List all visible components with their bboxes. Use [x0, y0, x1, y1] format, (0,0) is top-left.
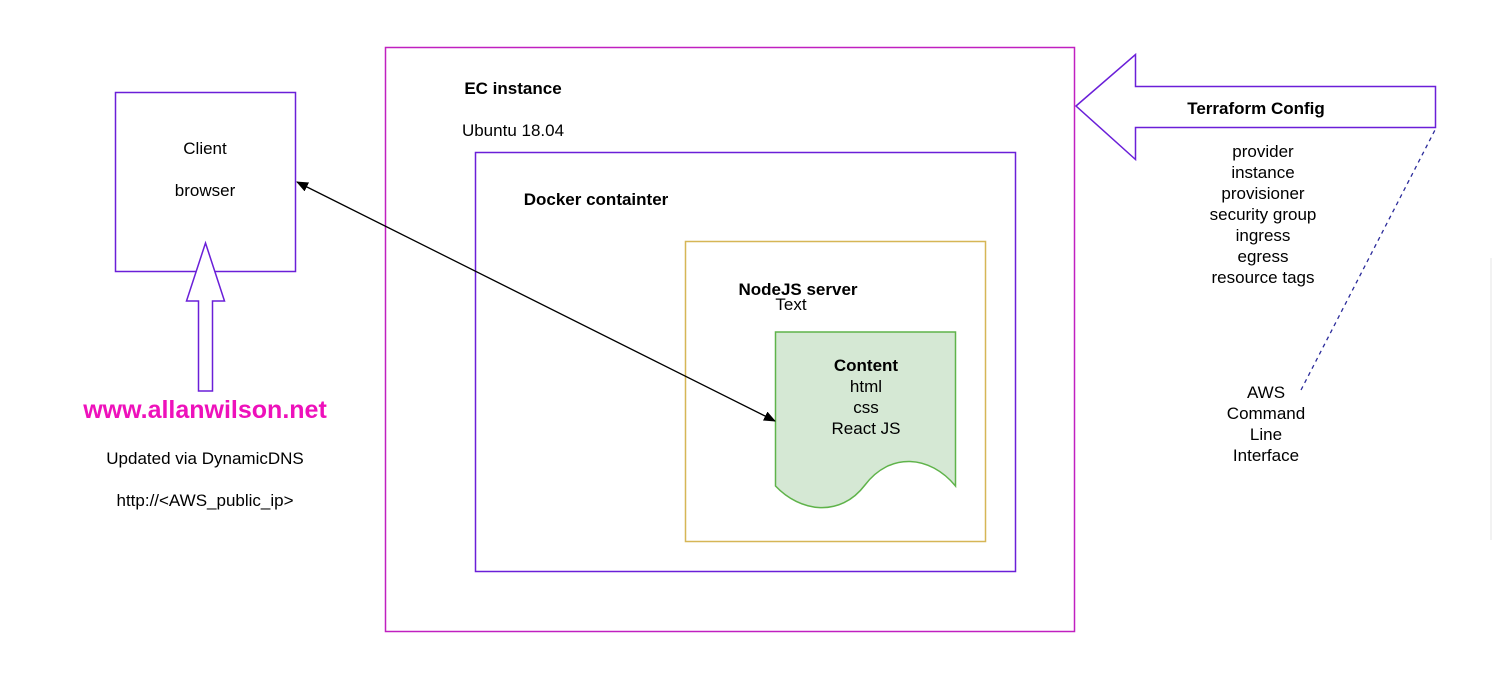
terraform-config-item: provider: [1232, 142, 1294, 161]
dynamic-dns-note: Updated via DynamicDNS: [106, 449, 304, 468]
content-item: css: [853, 398, 879, 417]
aws-cli-dashed-connector: [1300, 129, 1436, 391]
nodejs-title: NodeJS server: [738, 280, 858, 299]
aws-cli-line: Interface: [1232, 446, 1300, 465]
content-title: Content: [833, 356, 899, 375]
ec2-title: EC instance: [464, 79, 562, 98]
terraform-config-item: egress: [1237, 247, 1289, 266]
content-labels: Content html css React JS: [832, 355, 901, 439]
terraform-config-item: security group: [1209, 205, 1317, 224]
dns-up-arrow: [185, 240, 226, 392]
client-label: Client: [183, 139, 227, 158]
content-document-shape: [774, 331, 957, 509]
terraform-title: Terraform Config: [1187, 99, 1325, 118]
aws-cli-line: Line: [1249, 425, 1283, 444]
aws-cli-label: AWS Command Line Interface: [1227, 382, 1305, 466]
ec2-os-label: Ubuntu 18.04: [461, 121, 565, 140]
terraform-config-item: provisioner: [1221, 184, 1305, 203]
terraform-config-item: instance: [1231, 163, 1295, 182]
nodejs-text-placeholder: Text: [775, 295, 807, 314]
browser-label: browser: [174, 181, 236, 200]
content-item: React JS: [831, 419, 901, 438]
docker-title: Docker containter: [523, 190, 669, 209]
aws-cli-line: Command: [1226, 404, 1306, 423]
terraform-config-item: resource tags: [1211, 268, 1315, 287]
content-item: html: [849, 377, 883, 396]
aws-cli-line: AWS: [1246, 383, 1286, 402]
client-content-connector: [296, 181, 776, 422]
terraform-left-arrow: [1074, 52, 1437, 162]
terraform-config-list: provider instance provisioner security g…: [1210, 141, 1317, 288]
public-ip-url: http://<AWS_public_ip>: [116, 491, 294, 510]
terraform-config-item: ingress: [1235, 226, 1291, 245]
website-domain: www.allanwilson.net: [83, 396, 327, 424]
